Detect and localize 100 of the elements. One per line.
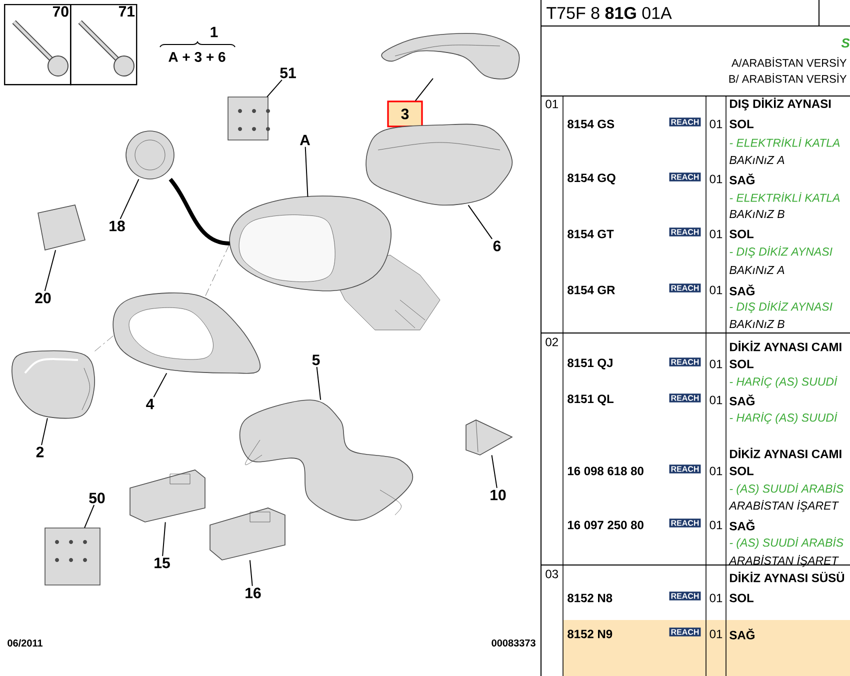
part-description: DIŞ DİKİZ AYNASI (730, 98, 831, 110)
callout-number: 5 (312, 354, 320, 366)
part-description: SOL (730, 230, 754, 238)
callout-number: 50 (89, 492, 105, 504)
part-description: SAĞ (730, 284, 754, 296)
callout-number: 15 (154, 558, 170, 568)
version-note: B/ ARABİSTAN VERSİY (729, 73, 847, 83)
mirror-frame-drawing (112, 292, 261, 374)
part-number: 16 097 250 80 (568, 520, 644, 530)
reach-badge: REACH (669, 592, 701, 600)
part-note: - (AS) SUUDİ ARABİS (730, 537, 844, 549)
date-label: 06/2011 (8, 639, 43, 647)
callout-number: 18 (110, 220, 125, 232)
mirror-glass-drawing (12, 350, 95, 419)
part-note: - ELEKTRİKLİ KATLA (730, 192, 840, 202)
module-drawing (38, 204, 86, 250)
part-description: SOL (730, 594, 754, 602)
reference-note: ARABİSTAN İŞARET (728, 555, 839, 567)
assembly-formula: A + 3 + 6 (168, 52, 226, 62)
mirror-cap-drawing (381, 32, 520, 80)
reach-badge: REACH (669, 358, 701, 366)
reach-badge: REACH (669, 172, 701, 182)
mirror-housing-drawing (229, 196, 440, 330)
part-description: SAĞ (730, 394, 754, 406)
switch-drawing (210, 508, 286, 560)
quantity: 01 (710, 466, 722, 476)
clip-kit-drawing (44, 528, 100, 586)
quantity: 01 (710, 594, 722, 602)
item-number: 02 (546, 338, 558, 346)
connector-kit-drawing (228, 96, 270, 140)
leader-line (491, 454, 498, 488)
leader-line (304, 146, 308, 198)
part-description: SOL (730, 360, 754, 368)
part-note: - ELEKTRİKLİ KATLA (730, 137, 840, 147)
leader-line (84, 504, 95, 528)
callout-number: A (300, 134, 310, 146)
switch-drawing (130, 470, 206, 522)
leader-line (44, 250, 56, 292)
leader-line (468, 204, 493, 240)
leader-line (162, 522, 166, 557)
reach-badge: REACH (669, 518, 701, 528)
leader-line (153, 372, 168, 398)
quantity: 01 (710, 230, 722, 238)
callout-number: 2 (36, 446, 44, 458)
triangle-trim-drawing (466, 420, 513, 456)
drawing-number: 00083373 (492, 639, 536, 647)
callout-number: 51 (280, 68, 296, 78)
part-description: SOL (730, 466, 754, 476)
table-heading: S (841, 38, 850, 48)
item-number: 03 (546, 570, 558, 578)
part-description: SAĞ (730, 628, 754, 640)
mirror-motor-drawing (126, 130, 174, 180)
item-number: 01 (546, 100, 558, 108)
leader-line (414, 78, 434, 102)
part-note: - (AS) SUUDİ ARABİS (730, 483, 844, 495)
part-note: - DIŞ DİKİZ AYNASI (730, 301, 832, 313)
part-description: DİKİZ AYNASI CAMI (730, 340, 842, 352)
quantity: 01 (710, 520, 722, 530)
part-number: 8154 GT (568, 230, 614, 238)
reach-badge: REACH (669, 628, 701, 636)
version-note: A/ARABİSTAN VERSİY (732, 57, 847, 67)
part-box: 70 (4, 4, 72, 86)
assembly-number: 1 (210, 26, 218, 38)
catalog-code: T75F 8 81G 01A (546, 6, 672, 19)
leader-line (120, 178, 140, 220)
callout-number: 6 (493, 240, 501, 252)
assembly-axis (94, 334, 115, 352)
part-description: DİKİZ AYNASI SÜSÜ (730, 572, 844, 582)
quantity: 01 (710, 630, 722, 638)
reach-badge: REACH (669, 394, 701, 402)
part-number: 8154 GS (568, 120, 614, 128)
part-description: DİKİZ AYNASI CAMI (730, 448, 842, 458)
part-number: 8151 QL (568, 394, 614, 406)
quantity: 01 (710, 360, 722, 368)
callout-number: 16 (246, 588, 261, 598)
reach-badge: REACH (669, 118, 701, 126)
part-description: SOL (730, 120, 754, 128)
reach-badge: REACH (669, 284, 701, 292)
reach-badge: REACH (669, 228, 701, 236)
part-number: 8154 GQ (568, 174, 616, 184)
mirror-base-drawing (239, 400, 414, 521)
lower-cover-drawing (366, 124, 513, 206)
quantity: 01 (710, 286, 722, 294)
part-number: 8154 GR (568, 286, 615, 294)
part-description: SAĞ (730, 174, 754, 184)
part-number: 8152 N9 (568, 630, 612, 638)
part-note: - HARİÇ (AS) SUUDİ (730, 412, 838, 424)
part-note: - DIŞ DİKİZ AYNASI (730, 246, 832, 258)
callout-number: 20 (35, 292, 51, 304)
part-number: 8151 QJ (568, 358, 612, 370)
reference-note: ARABİSTAN İŞARET (728, 500, 839, 512)
quantity: 01 (710, 120, 722, 128)
highlighted-callout: 3 (387, 100, 423, 128)
reach-badge: REACH (669, 464, 701, 474)
quantity: 01 (710, 174, 722, 184)
reference-note: BAKıNıZ B (730, 320, 784, 328)
leader-line (316, 366, 322, 400)
quantity: 01 (710, 396, 722, 404)
reference-note: BAKıNıZ A (730, 266, 784, 274)
part-box: 71 (70, 4, 138, 86)
